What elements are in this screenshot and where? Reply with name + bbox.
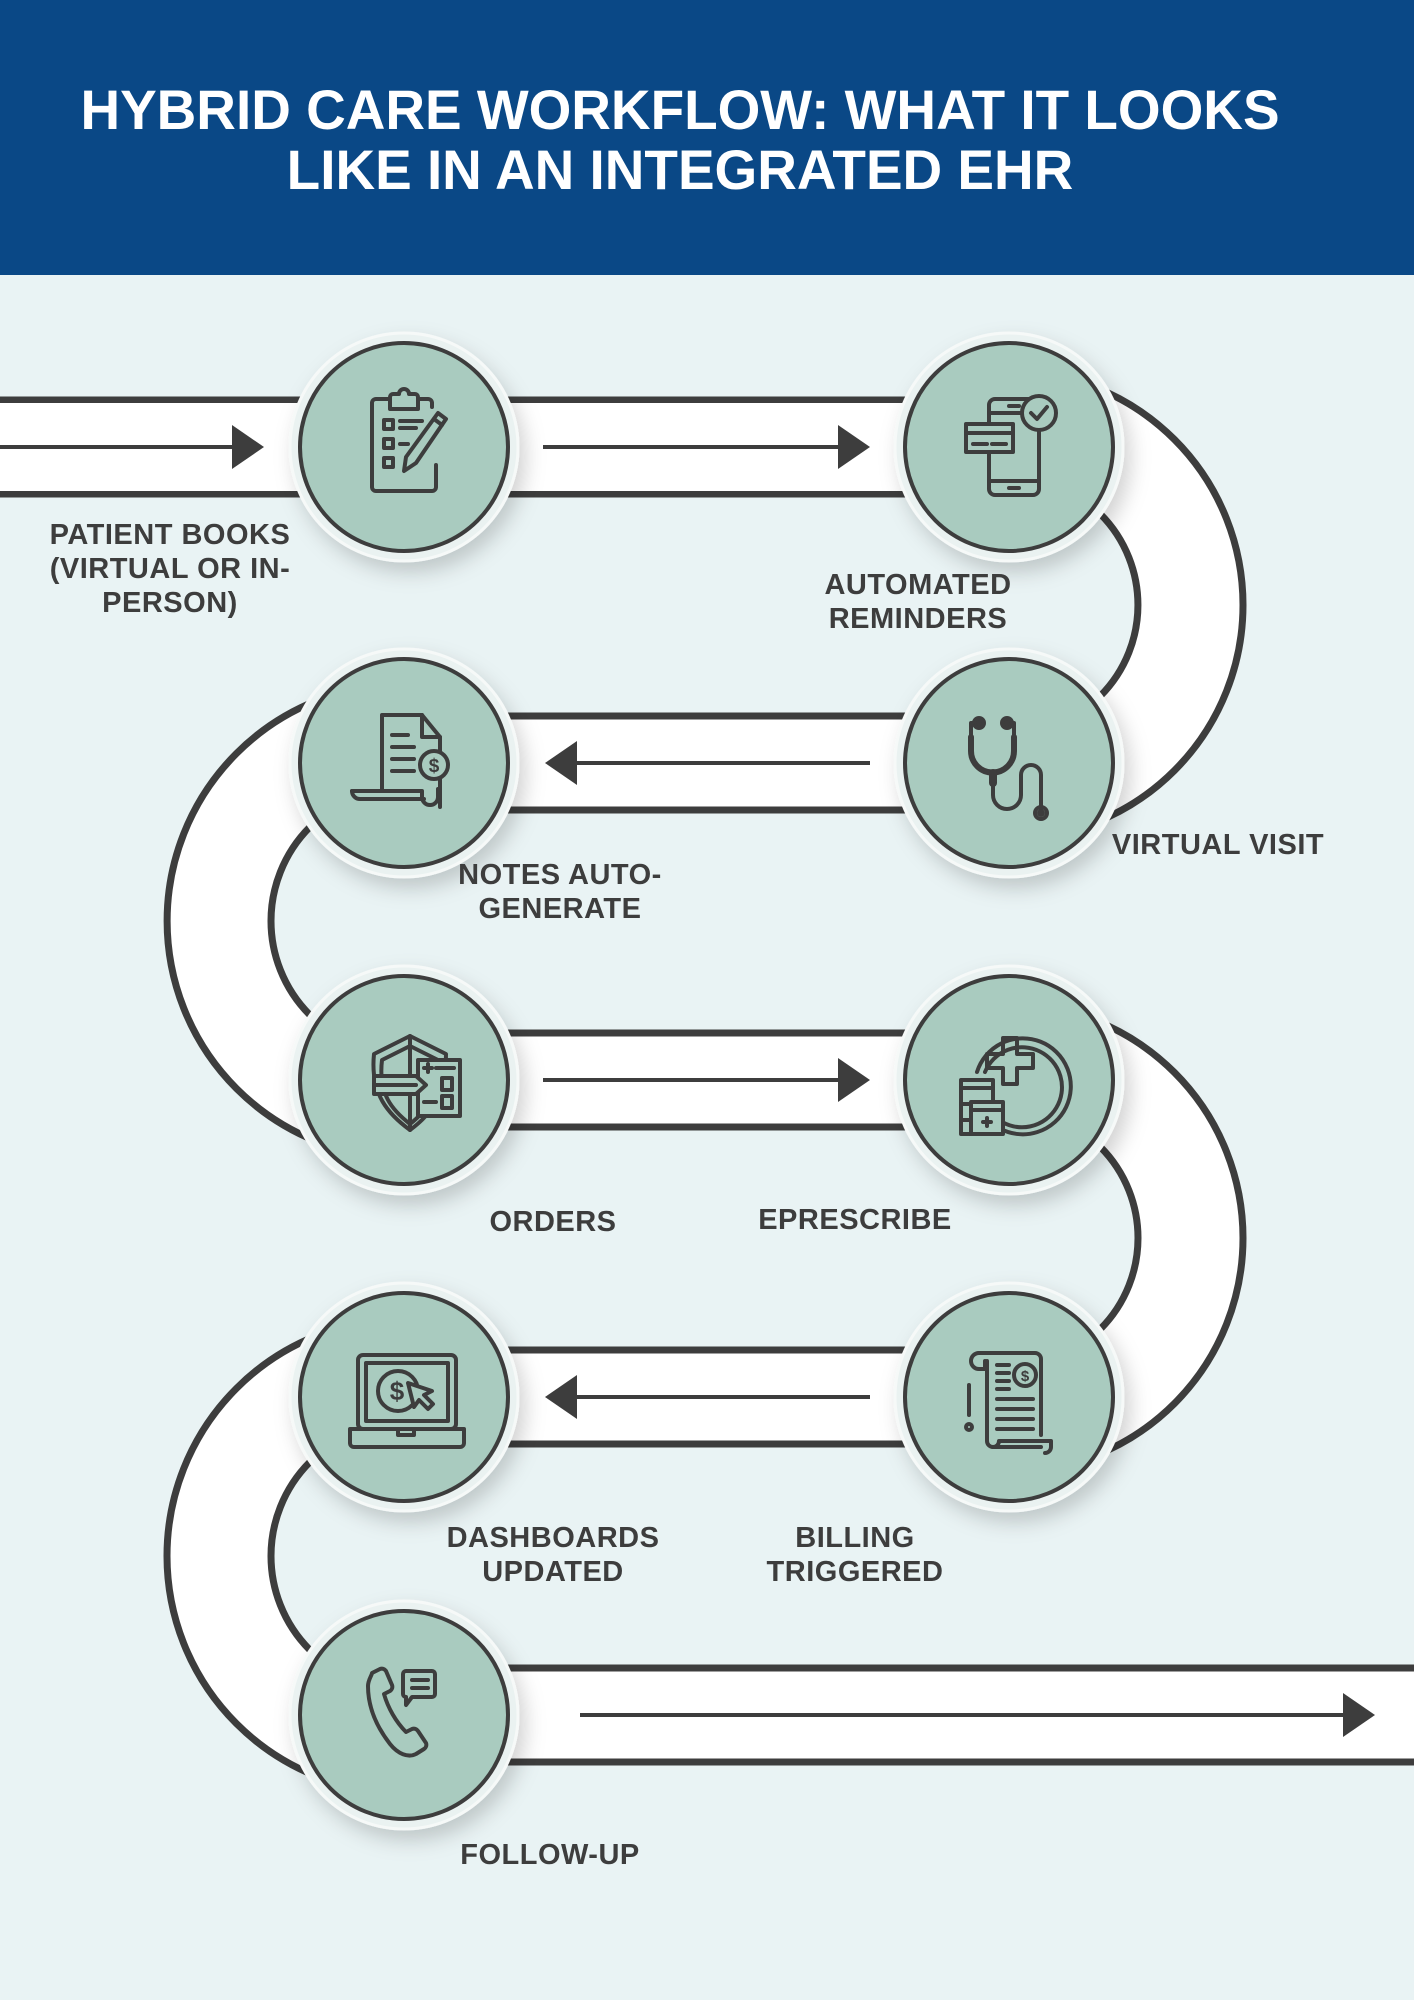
title-line-1: HYBRID CARE WORKFLOW: WHAT IT LOOKS — [80, 78, 1280, 141]
arrow-right-row-1b — [543, 425, 870, 469]
step-node-1 — [288, 331, 520, 563]
label-line: FOLLOW-UP — [460, 1839, 640, 1871]
label-line: REMINDERS — [828, 603, 1008, 635]
step-node-3 — [893, 647, 1125, 879]
step-label-eprescribe: EPRESCRIBE — [705, 1203, 1005, 1237]
label-line: PERSON) — [102, 587, 238, 619]
step-label-virtual-visit: VIRTUAL VISIT — [1088, 828, 1348, 862]
laptop-dashboard-icon: $ — [348, 1353, 466, 1449]
shield-order-icon — [371, 1034, 462, 1132]
svg-text:$: $ — [390, 1376, 405, 1406]
arrow-right-row-5 — [580, 1693, 1375, 1737]
arrow-right-row-1a — [0, 425, 264, 469]
step-node-2 — [893, 331, 1125, 563]
header-banner: HYBRID CARE WORKFLOW: WHAT IT LOOKS LIKE… — [0, 0, 1414, 275]
document-invoice-icon: $ — [350, 713, 450, 809]
step-label-automated-reminders: AUTOMATED REMINDERS — [768, 568, 1068, 636]
step-label-notes-auto-generate: NOTES AUTO- GENERATE — [410, 858, 710, 926]
node-circle — [298, 657, 510, 869]
label-line: ORDERS — [489, 1206, 617, 1238]
title-line-2: LIKE IN AN INTEGRATED EHR — [286, 138, 1074, 201]
node-circle — [298, 341, 510, 553]
step-node-6 — [893, 964, 1125, 1196]
phone-chat-icon — [366, 1666, 437, 1758]
path-band-row-5 — [404, 1664, 1414, 1766]
label-line: BILLING — [795, 1522, 915, 1554]
step-node-4: $ — [288, 647, 520, 879]
step-label-follow-up: FOLLOW-UP — [400, 1838, 700, 1872]
label-line: VIRTUAL VISIT — [1111, 829, 1325, 861]
flow-arrows — [0, 425, 1375, 1737]
arrow-right-row-3 — [543, 1058, 870, 1102]
node-circle — [903, 974, 1115, 1186]
label-line: NOTES AUTO- — [458, 859, 662, 891]
label-line: (VIRTUAL OR IN- — [49, 553, 291, 585]
step-node-8: $ — [288, 1281, 520, 1513]
page-title: HYBRID CARE WORKFLOW: WHAT IT LOOKS LIKE… — [14, 80, 1347, 200]
smartphone-reminder-icon — [964, 394, 1058, 497]
label-line: UPDATED — [482, 1556, 624, 1588]
step-label-dashboards-updated: DASHBOARDS UPDATED — [403, 1521, 703, 1589]
node-circle — [298, 1609, 510, 1821]
label-line: PATIENT BOOKS — [49, 519, 291, 551]
step-node-9 — [288, 1599, 520, 1831]
clipboard-checklist-icon — [370, 387, 448, 493]
step-label-patient-books: PATIENT BOOKS (VIRTUAL OR IN- PERSON) — [20, 518, 320, 620]
label-line: GENERATE — [478, 893, 642, 925]
arrow-left-row-4 — [545, 1375, 870, 1419]
label-line: TRIGGERED — [766, 1556, 944, 1588]
prescription-medicine-icon — [959, 1036, 1073, 1137]
svg-text:$: $ — [429, 756, 440, 777]
svg-text:$: $ — [1021, 1368, 1030, 1385]
label-line: EPRESCRIBE — [758, 1204, 952, 1236]
billing-scroll-icon: $ — [964, 1351, 1053, 1455]
arrow-left-row-2 — [545, 741, 870, 785]
step-node-5 — [288, 964, 520, 1196]
label-line: AUTOMATED — [824, 569, 1012, 601]
step-label-billing-triggered: BILLING TRIGGERED — [705, 1521, 1005, 1589]
step-label-orders: ORDERS — [403, 1205, 703, 1239]
stethoscope-icon — [968, 716, 1049, 821]
step-node-7: $ — [893, 1281, 1125, 1513]
label-line: DASHBOARDS — [446, 1522, 660, 1554]
